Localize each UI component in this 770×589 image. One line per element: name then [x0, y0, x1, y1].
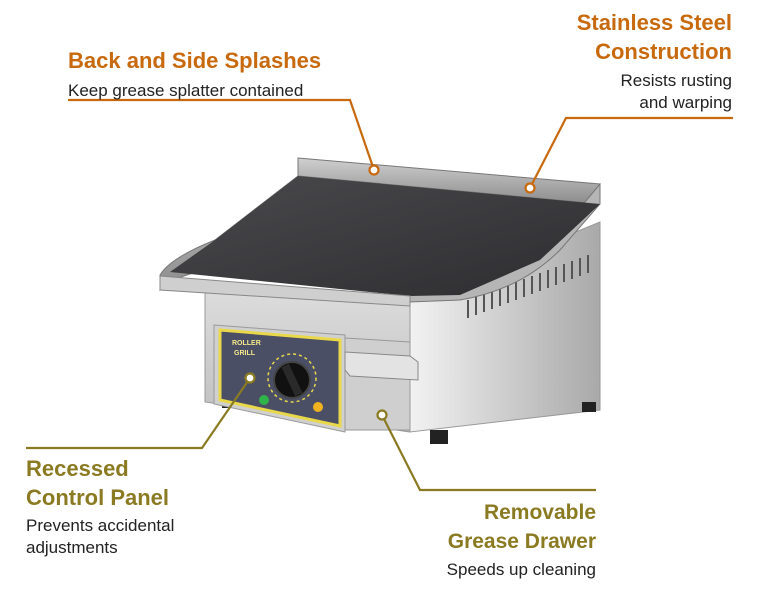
callout-desc-line1: Resists rusting: [620, 71, 732, 90]
callout-grease-drawer: Removable Grease Drawer Speeds up cleani…: [447, 500, 596, 581]
callout-stainless-steel: Stainless Steel Construction Resists rus…: [577, 10, 732, 114]
callout-title-line2: Grease Drawer: [447, 530, 596, 553]
leader-recessed: [26, 377, 251, 450]
leader-stainless: [529, 116, 733, 189]
callout-title-line2: Construction: [595, 39, 732, 64]
callout-title-line2: Control Panel: [26, 485, 170, 510]
callout-title-line1: Removable: [483, 501, 596, 524]
callout-desc: Speeds up cleaning: [446, 560, 596, 579]
callout-desc: Keep grease splatter contained: [68, 81, 304, 100]
callout-title-line1: Recessed: [26, 456, 129, 481]
side-vents: [467, 255, 589, 318]
drawer-handle[interactable]: [344, 351, 419, 381]
callout-title: Back and Side Splashes: [68, 48, 322, 73]
callout-title-line1: Stainless Steel: [576, 10, 732, 35]
callout-back-splashes: Back and Side Splashes Keep grease splat…: [68, 48, 321, 102]
leader-drawer: [381, 414, 596, 492]
control-panel: ROLLER GRILL: [213, 324, 346, 433]
power-indicator-light: [259, 395, 269, 405]
callout-recessed-panel: Recessed Control Panel Prevents accident…: [26, 456, 174, 559]
leader-back-splashes: [68, 98, 376, 171]
brand-logo-line2: GRILL: [234, 350, 256, 357]
callout-desc-line2: adjustments: [26, 538, 118, 557]
callout-desc-line1: Prevents accidental: [26, 516, 175, 535]
cooking-plate: [170, 176, 600, 296]
brand-logo-line1: ROLLER: [232, 340, 261, 347]
grease-drawer: [344, 337, 419, 431]
thermostat-scale: [267, 353, 317, 403]
callout-desc-line2: and warping: [639, 93, 732, 112]
heat-indicator-light: [313, 402, 323, 412]
